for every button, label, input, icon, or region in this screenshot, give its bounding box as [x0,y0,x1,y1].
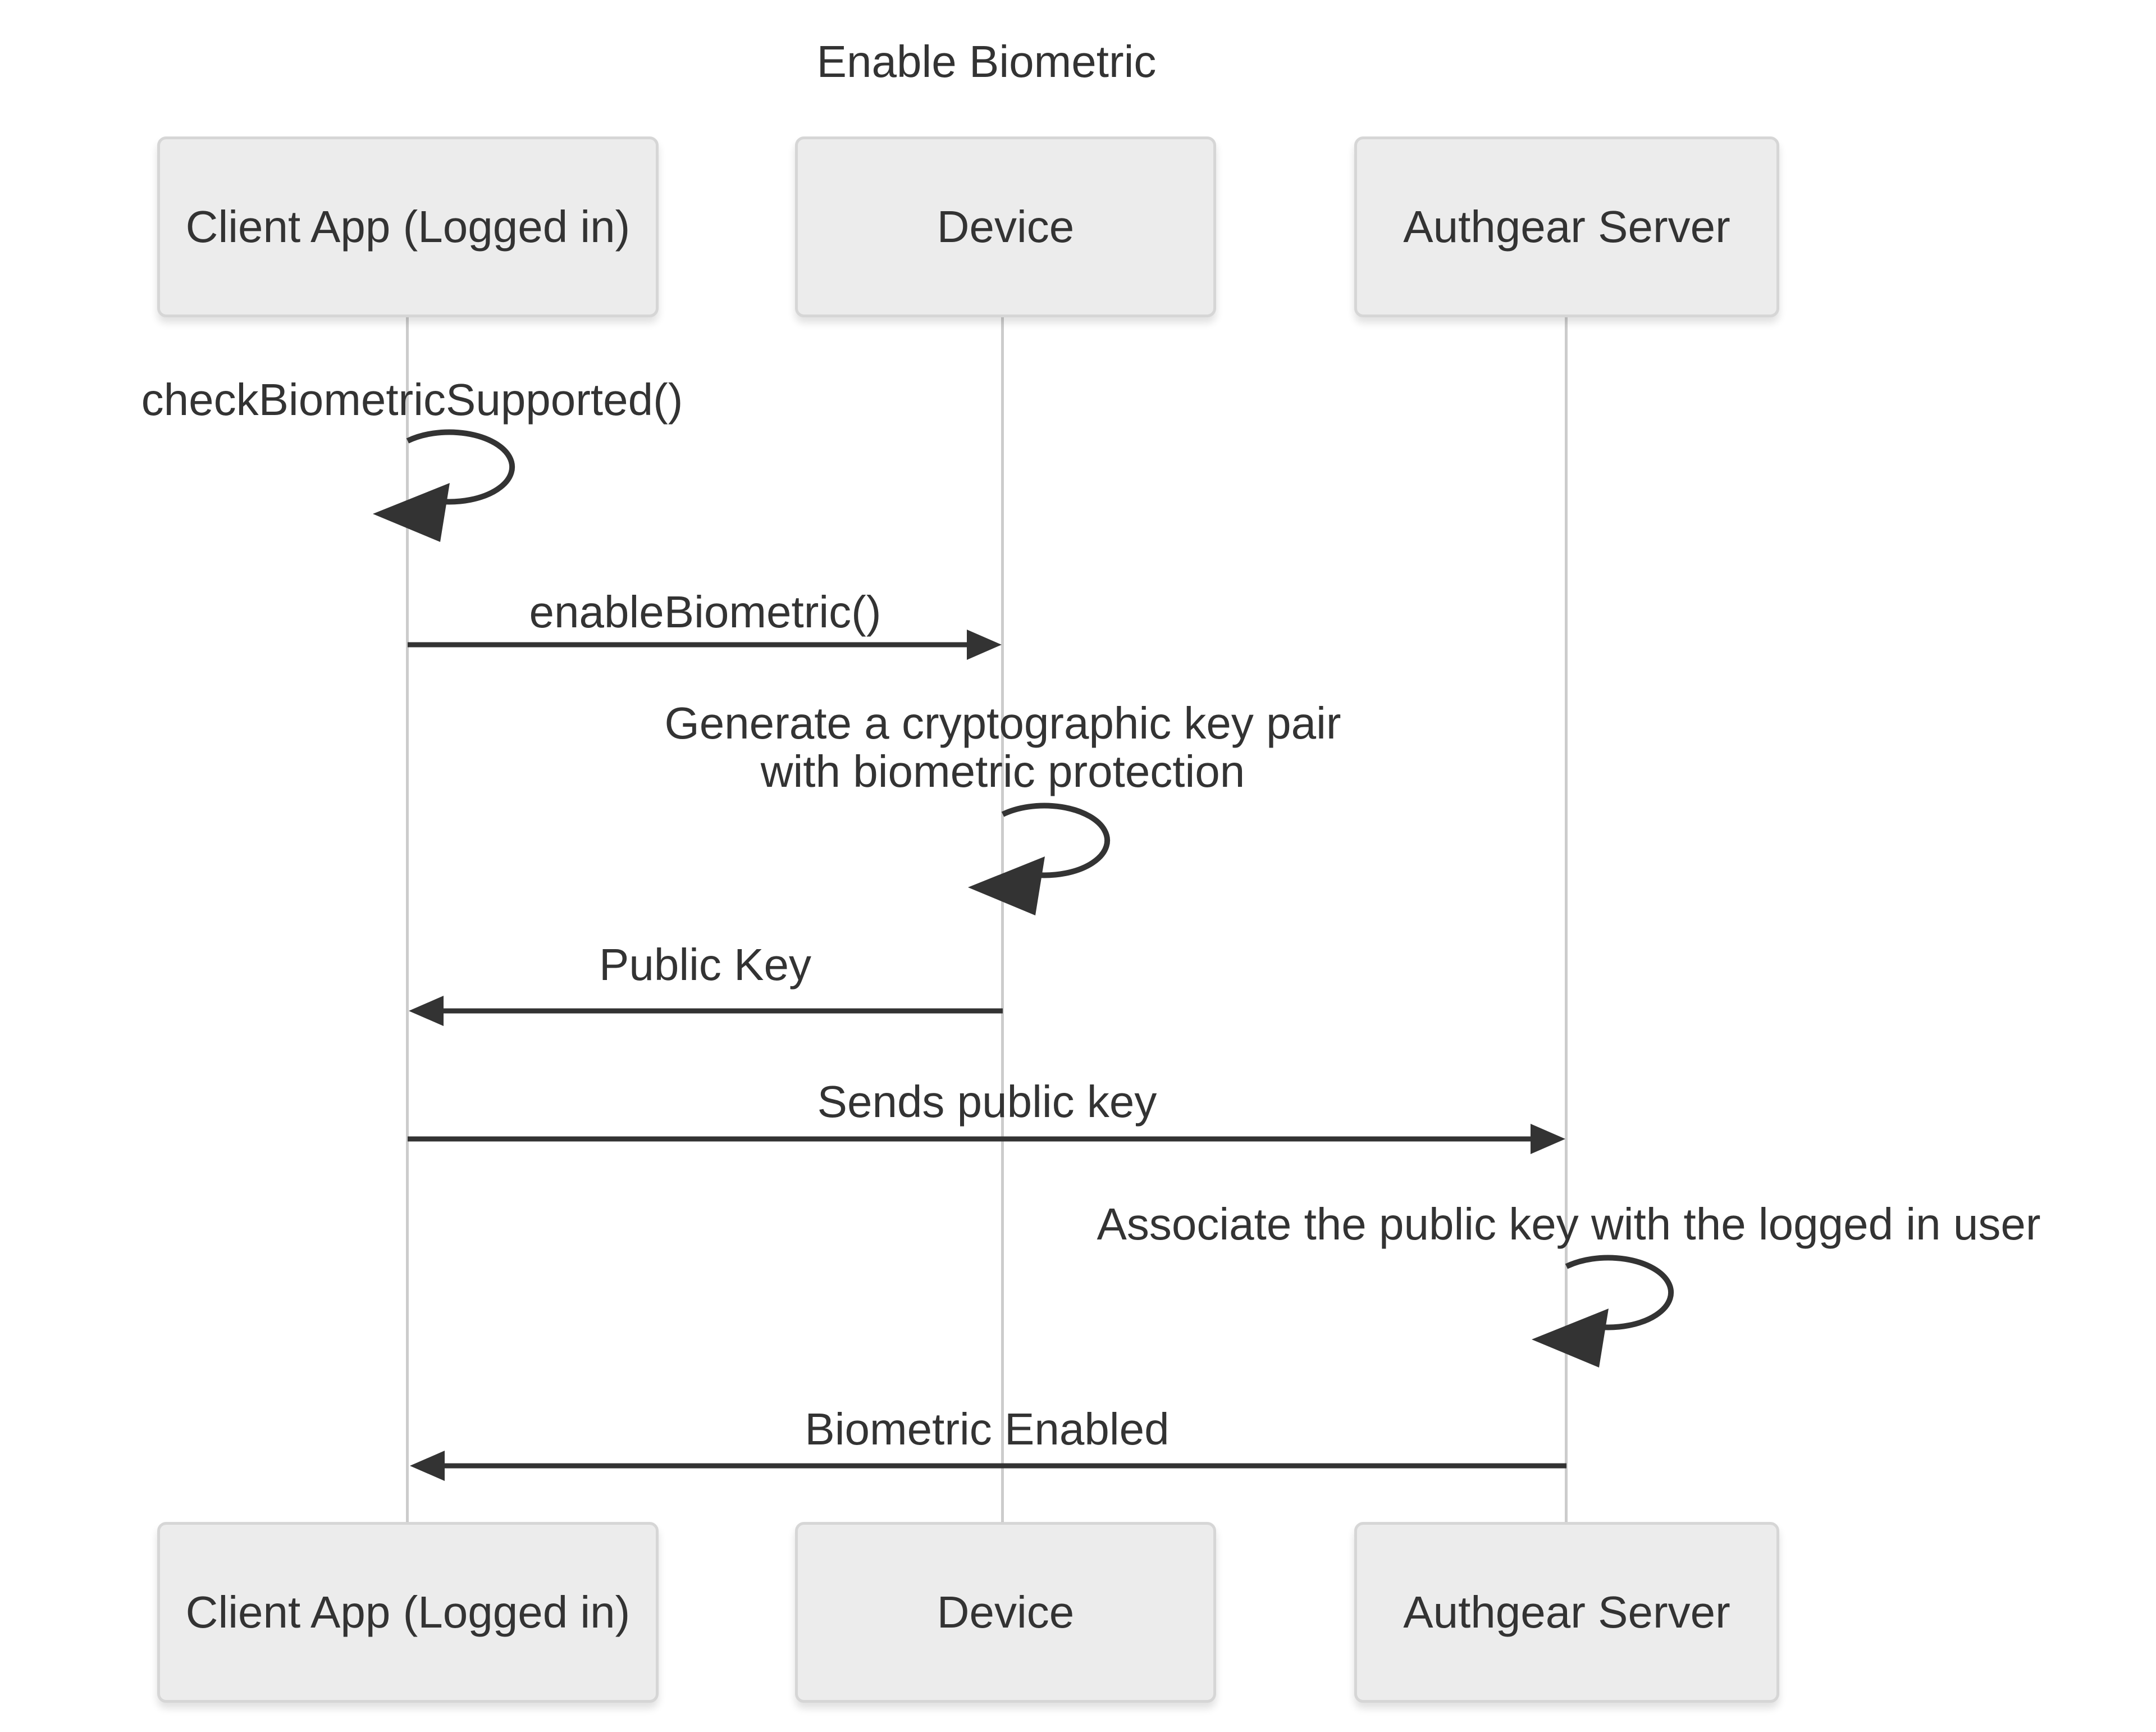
actor-bottom-device: Device [795,1522,1216,1703]
actor-label: Device [937,1587,1075,1637]
actor-top-client-app: Client App (Logged in) [157,136,659,317]
actor-label: Authgear Server [1403,1587,1730,1637]
arrowhead-right-icon [1531,1124,1565,1154]
message-label-enable-biometric: enableBiometric() [529,587,881,637]
diagram-title: Enable Biometric [816,37,1157,86]
actor-top-authgear-server: Authgear Server [1354,136,1779,317]
self-loop-arrowhead-icon [373,483,450,542]
arrowhead-left-icon [410,1451,445,1481]
message-label-sends-public-key: Sends public key [817,1077,1157,1127]
message-label-line-2: with biometric protection [760,746,1245,796]
self-loop-curve [1001,803,1111,878]
lifeline-authgear-server [1565,317,1568,1523]
actor-top-device: Device [795,136,1216,317]
self-loop-curve [406,429,515,505]
message-label-associate-public-key: Associate the public key with the logged… [1097,1199,2041,1249]
actor-label: Authgear Server [1403,202,1730,252]
arrowhead-left-icon [409,996,444,1026]
self-loop-arrowhead-icon [1532,1309,1609,1368]
arrow-sends-public-key [408,1124,1565,1154]
message-label-line-1: Generate a cryptographic key pair [664,698,1341,748]
lifeline-device [1001,317,1004,1523]
self-loop-check-biometric-supported [373,429,515,542]
arrow-biometric-enabled [410,1451,1566,1481]
actor-bottom-client-app: Client App (Logged in) [157,1522,659,1703]
actor-label: Client App (Logged in) [185,1587,631,1637]
actor-label: Device [937,202,1075,252]
actor-label: Client App (Logged in) [185,202,631,252]
message-label-generate-key-pair: Generate a cryptographic key pair with b… [664,699,1341,796]
self-loop-curve [1565,1255,1674,1330]
self-loop-arrowhead-icon [968,856,1045,915]
message-label-check-biometric-supported: checkBiometricSupported() [141,375,683,425]
arrowhead-right-icon [967,630,1002,660]
message-label-biometric-enabled: Biometric Enabled [805,1404,1170,1454]
arrow-public-key [409,996,1003,1026]
message-label-public-key: Public Key [599,940,811,990]
arrow-enable-biometric [408,630,1002,660]
self-loop-generate-key-pair [968,803,1111,915]
lifeline-client-app [406,317,409,1523]
self-loop-associate-public-key [1532,1255,1674,1368]
actor-bottom-authgear-server: Authgear Server [1354,1522,1779,1703]
